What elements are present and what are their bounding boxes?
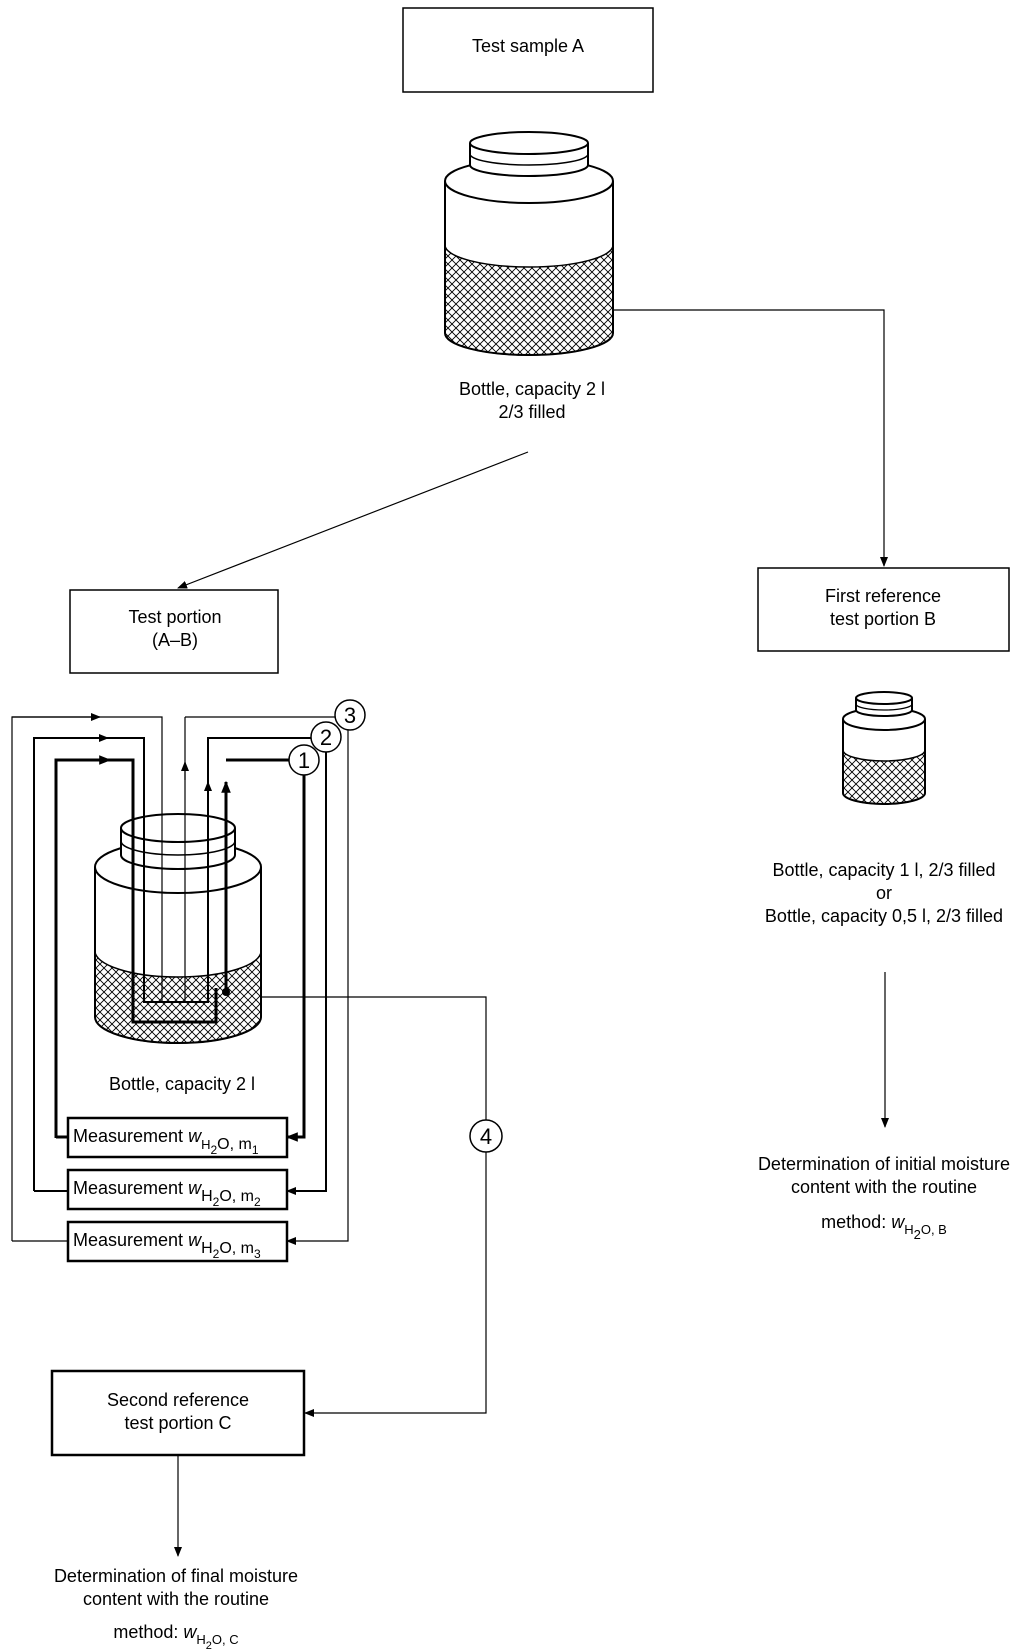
connector-to-test-portion <box>177 451 529 589</box>
bottle-main-line1: Bottle, capacity 2 l <box>459 379 605 399</box>
test-sample-node: Test sample A <box>402 7 654 93</box>
bottle-test-label: Bottle, capacity 2 l <box>109 1074 255 1094</box>
final-determination-line3: method: wH2O, C <box>113 1622 238 1649</box>
svg-text:1: 1 <box>298 748 310 773</box>
initial-determination-line3: method: wH2O, B <box>821 1212 947 1242</box>
first-reference-node: First reference test portion B <box>757 567 1010 652</box>
test-portion-line1: Test portion <box>128 607 221 627</box>
measurement-box-2: Measurement wH2O, m2 <box>66 1168 289 1211</box>
test-bottle-icon <box>94 813 262 1044</box>
circled-number-1: 1 <box>288 744 320 776</box>
svg-text:3: 3 <box>344 703 356 728</box>
loop-1 <box>54 755 306 1142</box>
bottle-small-line3: Bottle, capacity 0,5 l, 2/3 filled <box>765 906 1003 926</box>
final-determination-line2: content with the routine <box>83 1589 269 1609</box>
circled-number-2: 2 <box>310 721 342 753</box>
second-reference-line1: Second reference <box>107 1390 249 1410</box>
final-determination-line1: Determination of final moisture <box>54 1566 298 1586</box>
connector-to-second-reference <box>261 996 487 1417</box>
svg-text:Measurement wH2O, m2: Measurement wH2O, m2 <box>73 1178 261 1209</box>
svg-text:4: 4 <box>480 1124 492 1149</box>
initial-determination-line2: content with the routine <box>791 1177 977 1197</box>
measurement-box-1: Measurement wH2O, m1 <box>66 1116 289 1159</box>
measurement-box-3: Measurement wH2O, m3 <box>66 1220 289 1263</box>
connector-to-first-reference <box>613 309 888 567</box>
test-sample-label: Test sample A <box>472 36 584 56</box>
test-portion-line2: (A–B) <box>152 630 198 650</box>
first-reference-line1: First reference <box>825 586 941 606</box>
circled-number-4: 4 <box>469 1119 503 1153</box>
bottle-small-icon <box>842 691 926 805</box>
circled-number-3: 3 <box>334 699 366 731</box>
bottle-2l-icon <box>444 131 614 356</box>
svg-text:Measurement wH2O, m1: Measurement wH2O, m1 <box>73 1126 259 1157</box>
svg-text:2: 2 <box>320 725 332 750</box>
bottle-main-line2: 2/3 filled <box>498 402 565 422</box>
bottle-small-line1: Bottle, capacity 1 l, 2/3 filled <box>772 860 995 880</box>
second-reference-node: Second reference test portion C <box>50 1369 306 1457</box>
loop-2 <box>33 734 327 1195</box>
second-reference-line2: test portion C <box>124 1413 231 1433</box>
svg-text:Measurement wH2O, m3: Measurement wH2O, m3 <box>73 1230 261 1261</box>
bottle-small-line2: or <box>876 883 892 903</box>
initial-determination-line1: Determination of initial moisture <box>758 1154 1010 1174</box>
test-portion-node: Test portion (A–B) <box>69 589 279 674</box>
first-reference-line2: test portion B <box>830 609 936 629</box>
